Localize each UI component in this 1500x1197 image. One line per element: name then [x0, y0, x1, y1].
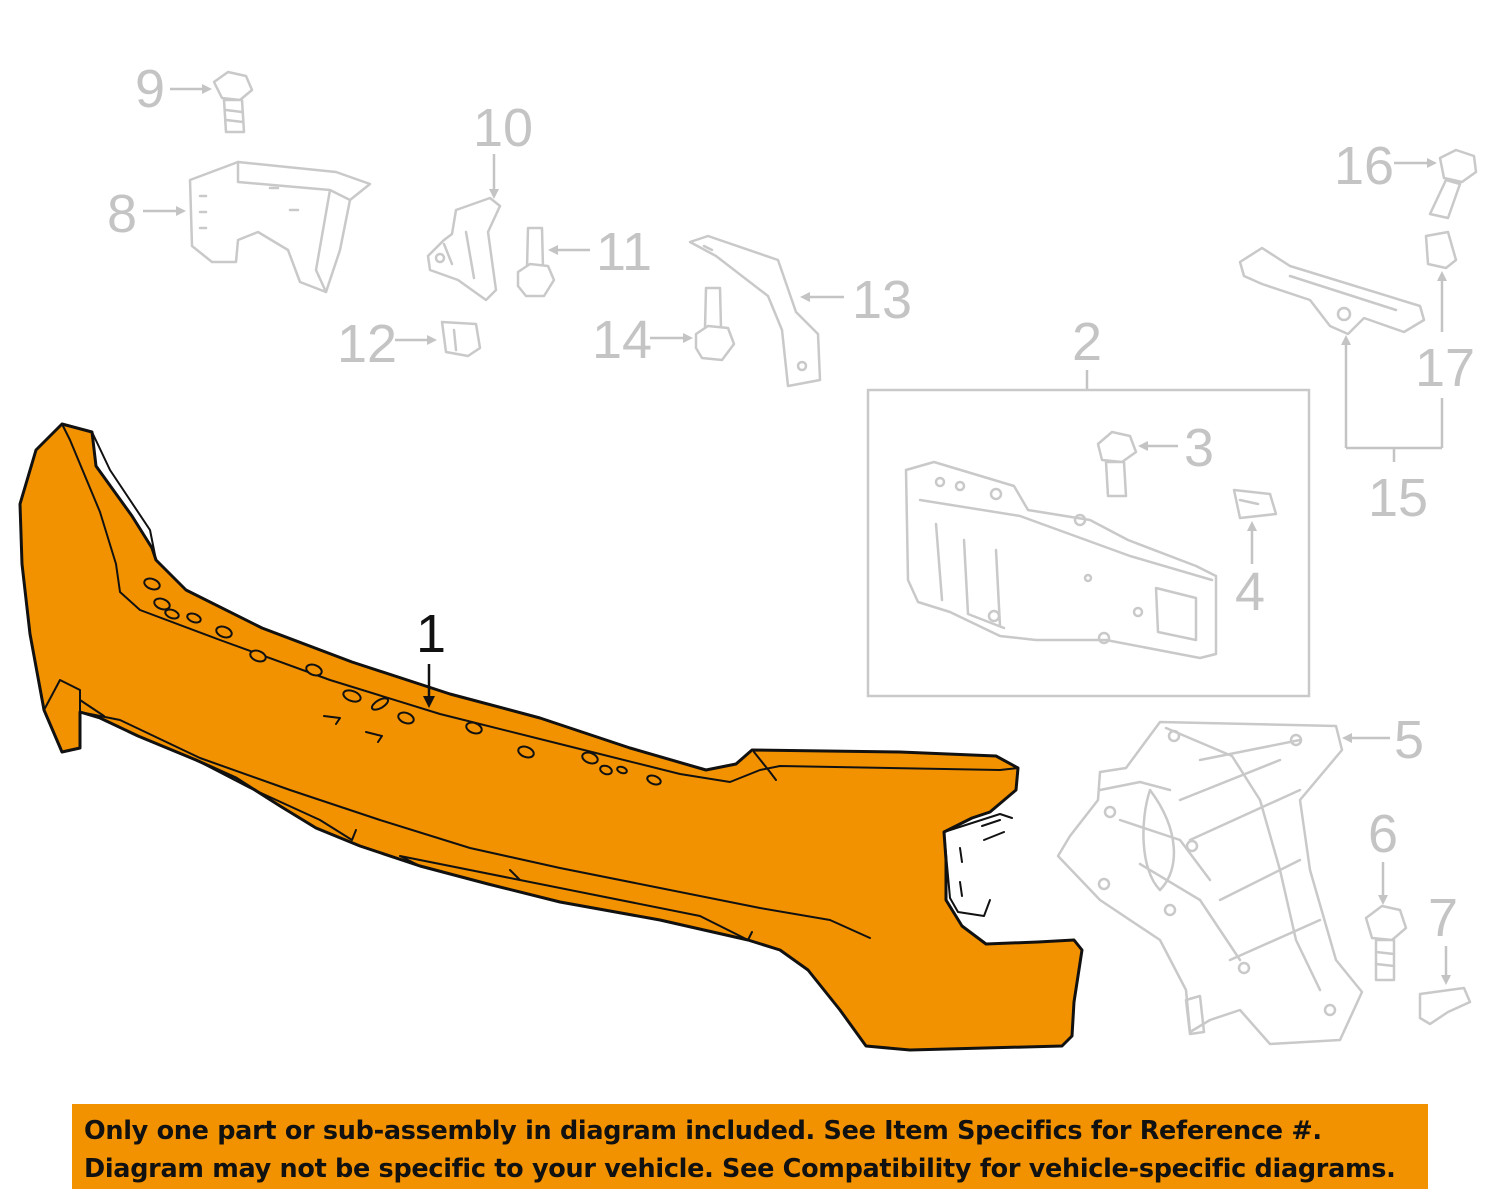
part-3-bolt [1096, 430, 1138, 498]
callout-12: 12 [337, 314, 397, 374]
arrow-4 [1247, 521, 1257, 564]
part-16-bolt [1428, 148, 1478, 220]
arrow-17 [1437, 271, 1447, 332]
callout-15: 15 [1368, 468, 1428, 528]
callout-11: 11 [596, 222, 652, 282]
part-5-bracket [1056, 720, 1364, 1046]
part-14-bolt [694, 286, 736, 362]
arrow-6 [1378, 862, 1388, 905]
callout-3: 3 [1184, 418, 1214, 478]
part-8-bracket [188, 160, 372, 294]
bracket-15 [1341, 335, 1444, 462]
part-13-bracket [688, 234, 822, 388]
arrow-16 [1394, 158, 1437, 168]
part-7-clip [1418, 986, 1472, 1026]
disclaimer-line-2: Diagram may not be specific to your vehi… [84, 1154, 1396, 1184]
part-15-bracket [1238, 246, 1426, 336]
callout-7: 7 [1428, 888, 1458, 948]
callout-16: 16 [1334, 136, 1394, 196]
part-1-bumper [18, 422, 1084, 1052]
arrow-11 [548, 245, 590, 255]
disclaimer-banner: Only one part or sub-assembly in diagram… [72, 1104, 1428, 1189]
arrow-12 [395, 335, 437, 345]
arrow-8 [143, 206, 186, 216]
callout-2: 2 [1072, 312, 1102, 372]
part-11-bolt [516, 226, 556, 298]
callout-1: 1 [416, 604, 446, 664]
arrow-5 [1342, 733, 1390, 743]
part-6-bolt [1364, 904, 1408, 982]
arrow-7 [1441, 946, 1451, 985]
assembly-2-box [866, 388, 1311, 698]
callout-6: 6 [1368, 804, 1398, 864]
disclaimer-line-1: Only one part or sub-assembly in diagram… [84, 1116, 1322, 1146]
part-9-bolt [212, 70, 254, 134]
arrow-14 [650, 333, 693, 343]
callout-17: 17 [1415, 338, 1475, 398]
callout-13: 13 [852, 270, 912, 330]
callout-4: 4 [1235, 562, 1265, 622]
part-2-support [904, 460, 1218, 660]
arrow-13 [800, 292, 844, 302]
part-10-bracket [426, 196, 502, 302]
arrow-1 [423, 664, 435, 708]
callout-14: 14 [592, 310, 652, 370]
part-12-clip [440, 320, 482, 358]
arrow-10 [489, 154, 499, 199]
part-4-clip [1232, 488, 1278, 520]
part-17-clip [1424, 230, 1458, 270]
callout-9: 9 [135, 59, 165, 119]
callout-5: 5 [1394, 710, 1424, 770]
callout-10: 10 [473, 98, 533, 158]
arrow-3 [1138, 441, 1178, 451]
callout-8: 8 [107, 184, 137, 244]
arrow-9 [170, 84, 212, 94]
